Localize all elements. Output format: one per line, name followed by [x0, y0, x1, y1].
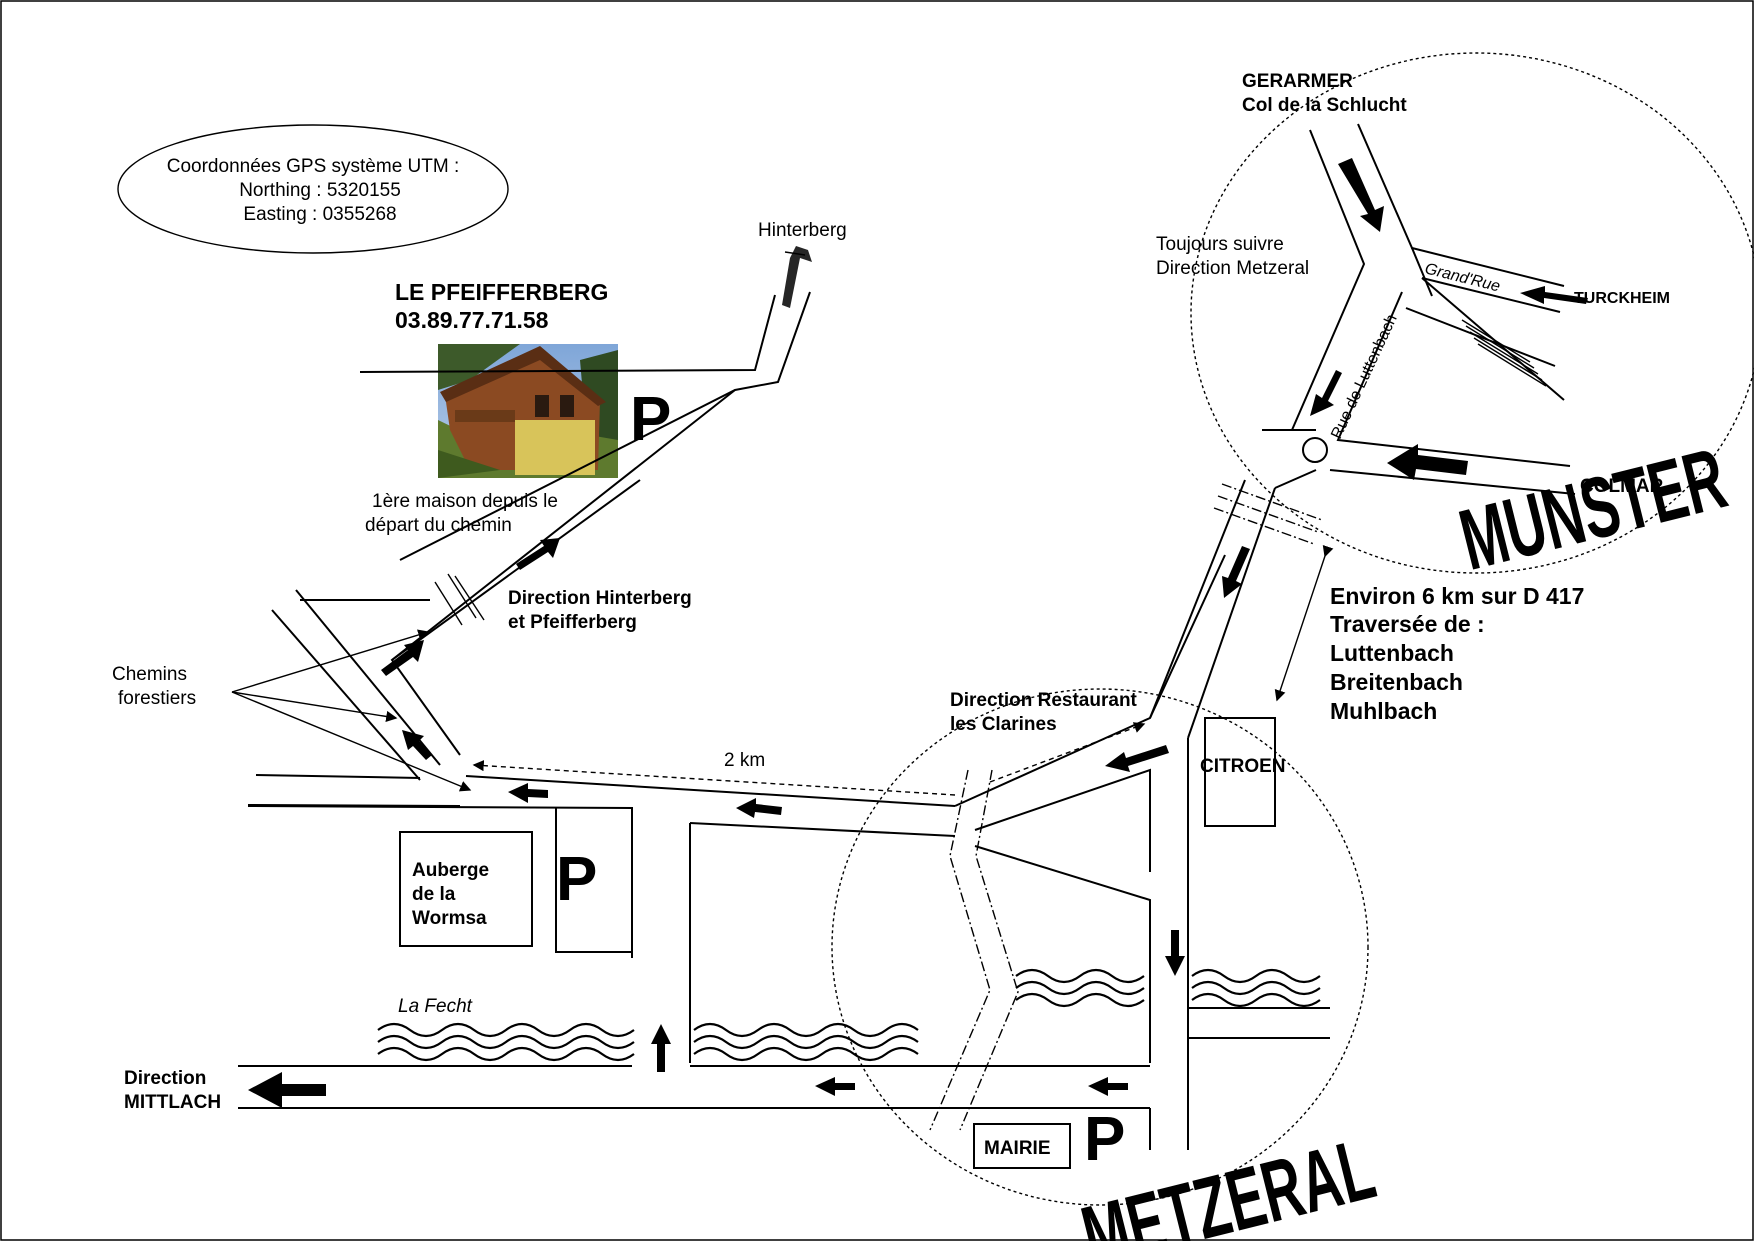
restaurant-line: [989, 722, 1146, 783]
distance-label: 2 km: [724, 750, 765, 771]
route-info-5: Muhlbach: [1330, 698, 1437, 724]
route-info-3: Luttenbach: [1330, 640, 1454, 666]
toujours-2: Direction Metzeral: [1156, 258, 1309, 279]
gps-title: Coordonnées GPS système UTM :: [167, 156, 460, 177]
river-fecht: [377, 968, 1321, 1062]
forest-paths: [247, 589, 461, 807]
dir-mittlach-2: MITTLACH: [124, 1092, 221, 1113]
munster-label: MUNSTER: [1451, 431, 1735, 589]
munster-circle: [1190, 52, 1754, 574]
gps-easting: Easting : 0355268: [243, 204, 396, 225]
gerarmer-label: GERARMER: [1242, 71, 1353, 92]
lodge-phone: 03.89.77.71.58: [395, 307, 549, 333]
toujours-1: Toujours suivre: [1156, 234, 1284, 255]
lodge-note-1: 1ère maison depuis le: [372, 491, 558, 512]
dir-restaurant-1: Direction Restaurant: [950, 690, 1138, 711]
auberge-3: Wormsa: [412, 908, 487, 929]
gps-ellipse: [117, 124, 509, 254]
direction-arrows: [381, 158, 1588, 1096]
road-bottom: [238, 1007, 1330, 1150]
parking-auberge: P: [556, 845, 597, 914]
turckheim-label: TURCKHEIM: [1574, 290, 1670, 307]
chemins-label-1: Chemins: [112, 664, 187, 685]
metzeral-circle: [831, 688, 1369, 1206]
chemins-label-2: forestiers: [118, 688, 196, 709]
dir-hinterberg-2: et Pfeifferberg: [508, 612, 637, 633]
metzeral-path: [929, 769, 1019, 1131]
colmar-label: COLMAR: [1580, 476, 1664, 497]
dir-mittlach-1: Direction: [124, 1068, 206, 1089]
munster-exit-crossing: [1213, 483, 1323, 545]
lodge-photo: [438, 344, 618, 478]
lodge-note-2: départ du chemin: [365, 515, 512, 536]
munster-hatch: [1461, 319, 1547, 387]
river-label: La Fecht: [398, 996, 473, 1017]
road-hinterberg: [359, 246, 812, 561]
dir-hinterberg-1: Direction Hinterberg: [508, 588, 692, 609]
auberge-2: de la: [412, 884, 456, 905]
roundabout: [1302, 437, 1328, 463]
schlucht-label: Col de la Schlucht: [1242, 95, 1407, 116]
mairie-box: [973, 1123, 1071, 1169]
route-distance-marker: [1274, 544, 1334, 702]
citroen-label: CITROEN: [1200, 756, 1286, 777]
auberge-box: [399, 831, 533, 947]
chemins-pointers: [231, 629, 472, 792]
parking-mairie: P: [1084, 1105, 1125, 1174]
road-chemin: [300, 389, 736, 756]
mairie-label: MAIRIE: [984, 1138, 1051, 1159]
arrow-mittlach: [248, 1072, 326, 1108]
route-info-1: Environ 6 km sur D 417: [1330, 583, 1584, 609]
route-info-4: Breitenbach: [1330, 669, 1463, 695]
citroen-box: [1204, 717, 1276, 827]
gps-northing: Northing : 5320155: [239, 180, 401, 201]
dir-restaurant-2: les Clarines: [950, 714, 1057, 735]
parking-lodge: P: [630, 385, 671, 454]
auberge-1: Auberge: [412, 860, 489, 881]
auberge-lot: [555, 808, 632, 953]
lodge-name: LE PFEIFFERBERG: [395, 279, 608, 305]
chemin-crossing: [434, 573, 485, 626]
hinterberg-label: Hinterberg: [758, 220, 847, 241]
route-info-2: Traversée de :: [1330, 611, 1485, 637]
